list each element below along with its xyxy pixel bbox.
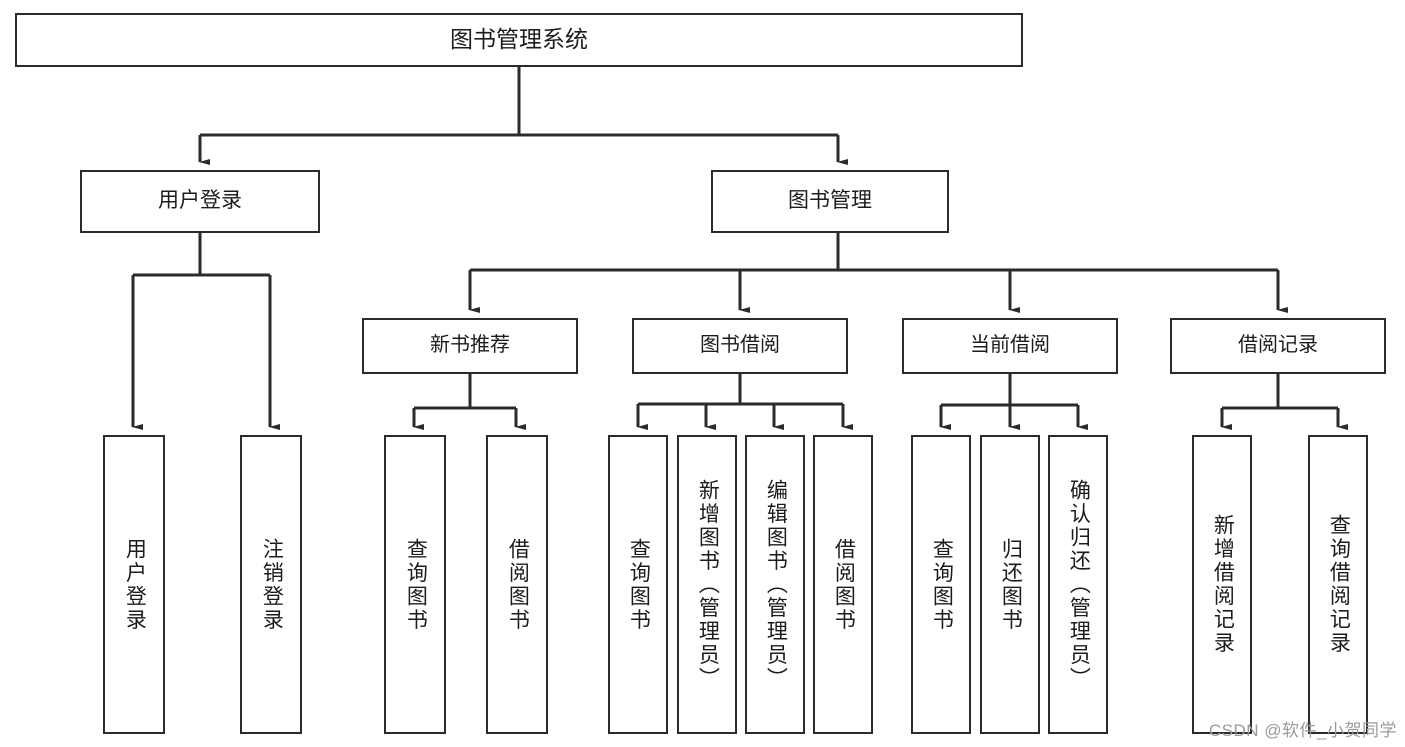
- leaf-user-login[interactable]: 用户登录: [103, 435, 165, 734]
- leaf-record-add[interactable]: 新增借阅记录: [1192, 435, 1252, 734]
- leaf-new-book-borrow[interactable]: 借阅图书: [486, 435, 548, 734]
- leaf-borrow-borrow-book[interactable]: 借阅图书: [813, 435, 873, 734]
- leaf-current-return-book[interactable]: 归还图书: [980, 435, 1040, 734]
- node-book-management[interactable]: 图书管理: [711, 170, 949, 233]
- node-book-borrow[interactable]: 图书借阅: [632, 318, 848, 374]
- node-user-login[interactable]: 用户登录: [80, 170, 320, 233]
- leaf-new-book-query[interactable]: 查询图书: [384, 435, 446, 734]
- node-new-book-recommend-label: 新书推荐: [430, 334, 510, 357]
- leaf-current-confirm-return-label: 确认归还（管理员）: [1067, 478, 1091, 691]
- leaf-borrow-query-book[interactable]: 查询图书: [608, 435, 668, 734]
- node-borrow-record-label: 借阅记录: [1238, 334, 1318, 357]
- leaf-current-query-book[interactable]: 查询图书: [911, 435, 971, 734]
- leaf-record-add-label: 新增借阅记录: [1211, 514, 1235, 655]
- leaf-user-login-label: 用户登录: [123, 537, 147, 632]
- node-book-borrow-label: 图书借阅: [700, 334, 780, 357]
- node-borrow-record[interactable]: 借阅记录: [1170, 318, 1386, 374]
- node-root-label: 图书管理系统: [450, 26, 588, 53]
- leaf-borrow-add-book-label: 新增图书（管理员）: [696, 478, 720, 691]
- leaf-borrow-add-book[interactable]: 新增图书（管理员）: [677, 435, 737, 734]
- leaf-current-return-book-label: 归还图书: [999, 537, 1023, 632]
- node-book-management-label: 图书管理: [788, 189, 872, 213]
- node-user-login-label: 用户登录: [158, 189, 242, 213]
- leaf-record-query[interactable]: 查询借阅记录: [1308, 435, 1368, 734]
- node-root[interactable]: 图书管理系统: [15, 13, 1023, 67]
- leaf-new-book-query-label: 查询图书: [404, 537, 428, 632]
- watermark-text: CSDN @软件_小贺同学: [1208, 721, 1397, 740]
- leaf-current-query-book-label: 查询图书: [930, 537, 954, 632]
- leaf-current-confirm-return[interactable]: 确认归还（管理员）: [1048, 435, 1108, 734]
- leaf-borrow-edit-book-label: 编辑图书（管理员）: [764, 478, 788, 691]
- leaf-record-query-label: 查询借阅记录: [1327, 514, 1351, 655]
- leaf-logout[interactable]: 注销登录: [240, 435, 302, 734]
- node-new-book-recommend[interactable]: 新书推荐: [362, 318, 578, 374]
- leaf-borrow-borrow-book-label: 借阅图书: [832, 537, 856, 632]
- leaf-new-book-borrow-label: 借阅图书: [506, 537, 530, 632]
- leaf-logout-label: 注销登录: [260, 537, 284, 632]
- node-current-borrow-label: 当前借阅: [970, 334, 1050, 357]
- leaf-borrow-edit-book[interactable]: 编辑图书（管理员）: [745, 435, 805, 734]
- leaf-borrow-query-book-label: 查询图书: [627, 537, 651, 632]
- node-current-borrow[interactable]: 当前借阅: [902, 318, 1118, 374]
